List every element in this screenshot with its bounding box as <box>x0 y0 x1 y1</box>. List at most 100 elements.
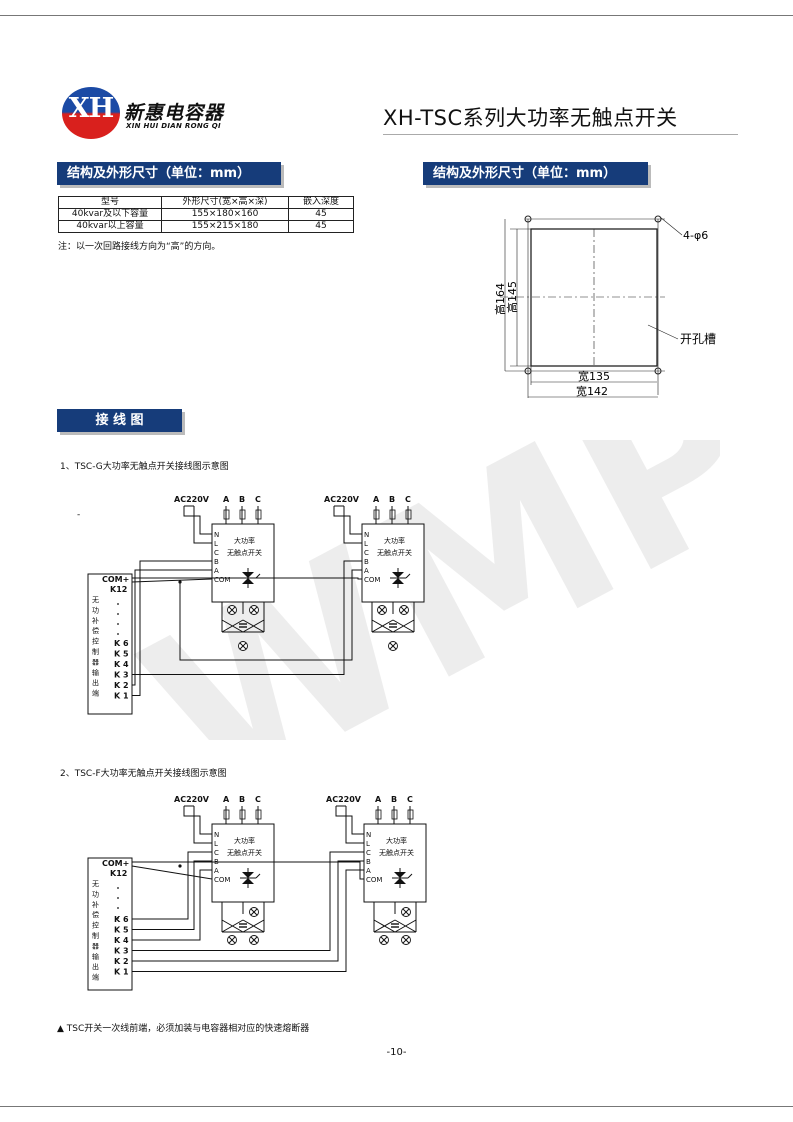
terminal-label: N <box>366 831 371 839</box>
k-letter: K <box>114 947 121 956</box>
wire <box>132 869 212 941</box>
terminal-label: B <box>214 558 219 566</box>
controller-dot <box>117 603 119 605</box>
table-cell: 155×215×180 <box>161 220 289 233</box>
switch-box <box>211 823 275 903</box>
height-outer-label: 高164 <box>493 283 507 315</box>
phase-label: C <box>255 795 261 804</box>
wire <box>255 873 261 879</box>
wire <box>193 506 212 544</box>
wire <box>132 560 362 675</box>
controller-com: COM+ <box>102 859 129 868</box>
controller-label-char: 输 <box>92 952 99 961</box>
wire <box>183 506 212 535</box>
controller-dot <box>117 633 119 635</box>
k-number: 6 <box>123 639 129 648</box>
spec-table: 型号 外形尺寸(宽×高×深) 嵌入深度 40kvar及以下容量 155×180×… <box>58 196 354 233</box>
terminal-label: COM <box>366 876 382 884</box>
wire <box>132 560 212 696</box>
wire <box>250 936 258 944</box>
controller-label-char: 端 <box>92 689 99 698</box>
dash-mark: - <box>77 510 81 520</box>
controller-label-char: 偿 <box>92 910 99 919</box>
terminal-label: C <box>214 849 219 857</box>
terminal-label: L <box>366 840 370 848</box>
controller-label-char: 功 <box>92 889 99 898</box>
wire <box>242 919 265 933</box>
switch-box <box>211 523 275 603</box>
logo-letters: XH <box>68 93 114 124</box>
phase-label: C <box>407 795 413 804</box>
wire <box>394 919 417 933</box>
wire <box>250 908 258 916</box>
wire <box>193 806 212 844</box>
section-structure-right-label: 结构及外形尺寸（单位：mm） <box>433 166 617 181</box>
height-inner-label: 高145 <box>505 281 519 313</box>
supply-label: AC220V <box>324 495 360 504</box>
controller-label-char: 控 <box>92 921 99 930</box>
controller-dot <box>117 613 119 615</box>
phase-label: C <box>405 495 411 504</box>
controller-label-char: 出 <box>92 962 99 971</box>
terminal-label: B <box>366 858 371 866</box>
wire <box>371 619 394 633</box>
controller-label-char: 输 <box>92 668 99 677</box>
section-wiring: 接 线 图 <box>57 409 182 432</box>
wire <box>132 851 364 951</box>
table-row: 40kvar以上容量 155×215×180 45 <box>58 220 354 233</box>
junction-dot <box>178 864 182 868</box>
terminal-label: COM <box>214 876 230 884</box>
switch-box <box>363 823 427 903</box>
terminal-label: C <box>364 549 369 557</box>
wire <box>131 578 213 583</box>
switch-label-1: 大功率 <box>234 536 255 545</box>
controller-label-char: 制 <box>92 931 99 940</box>
wire <box>402 936 410 944</box>
wire <box>221 919 244 933</box>
page-number: -10- <box>386 1047 407 1058</box>
controller-dot <box>117 897 119 899</box>
mount-hole-icon <box>654 367 662 375</box>
controller-dot <box>117 907 119 909</box>
wire <box>131 865 213 880</box>
k-letter: K <box>114 926 121 935</box>
controller-dot <box>117 917 119 919</box>
supply-label: AC220V <box>174 795 210 804</box>
terminal-label: A <box>214 567 219 575</box>
wire <box>380 936 388 944</box>
controller-box <box>87 573 133 715</box>
wire <box>228 936 236 944</box>
table-row: 40kvar及以下容量 155×180×160 45 <box>58 208 354 221</box>
brand-name-en: XIN HUI DIAN RONG QI <box>126 122 221 130</box>
terminal-label: N <box>214 831 219 839</box>
wire <box>132 860 364 962</box>
controller-label-char: 出 <box>92 678 99 687</box>
phase-label: C <box>255 495 261 504</box>
switch-label-1: 大功率 <box>234 836 255 845</box>
section-structure-left: 结构及外形尺寸（单位：mm） <box>57 162 281 185</box>
controller-label-char: 无 <box>92 596 99 604</box>
controller-com: COM+ <box>102 575 129 584</box>
switch-label-1: 大功率 <box>384 536 405 545</box>
phase-label: A <box>373 495 380 504</box>
k-number: 2 <box>123 957 129 966</box>
top-rule <box>0 15 793 16</box>
k-letter: K <box>114 957 121 966</box>
controller-label-char: 偿 <box>92 626 99 635</box>
holes-label: 4-φ6 <box>683 229 708 242</box>
controller-label-char: 端 <box>92 973 99 982</box>
controller-label-char: 器 <box>92 942 99 950</box>
diagram-g-caption: 1、TSC-G大功率无触点开关接线图示意图 <box>60 462 229 472</box>
phase-label: B <box>239 795 245 804</box>
controller-dot <box>117 623 119 625</box>
wire <box>132 851 212 920</box>
terminal-label: A <box>366 867 371 875</box>
wire <box>389 642 397 650</box>
wire <box>132 869 364 972</box>
phase-label: B <box>389 495 395 504</box>
brand-name: 新惠电容器 <box>124 102 225 124</box>
table-note: 注：以一次回路接线方向为“高”的方向。 <box>58 242 221 252</box>
controller-label-char: 补 <box>92 900 99 909</box>
wire <box>335 806 364 835</box>
k-number: 4 <box>123 936 129 945</box>
